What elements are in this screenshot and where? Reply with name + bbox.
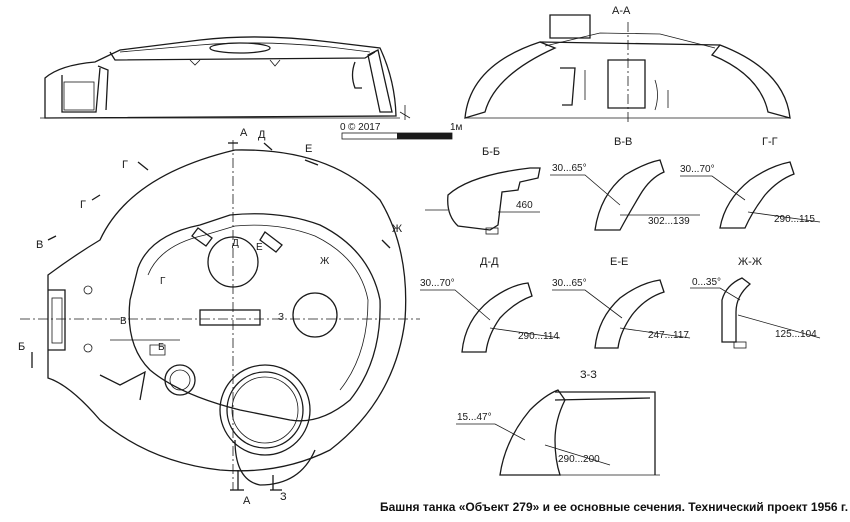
marker-d-inner: Д: [232, 238, 239, 249]
section-gg-title: Г-Г: [762, 136, 778, 148]
section-gg-angle: 30...70°: [680, 164, 715, 175]
section-ee-angle: 30...65°: [552, 278, 587, 289]
marker-g-left: Г: [122, 159, 128, 171]
section-zhzh-thickness: 125...104: [775, 329, 817, 340]
section-gg-thickness: 290...115: [774, 214, 815, 225]
marker-e-inner: Е: [256, 242, 263, 253]
marker-g-mid: Г: [80, 199, 86, 211]
scale-bar: 0 1м © 2017: [340, 105, 463, 140]
section-ee-thickness: 247...117: [648, 330, 689, 341]
section-dd-angle: 30...70°: [420, 278, 455, 289]
section-dd-thickness: 290...114: [518, 331, 559, 342]
section-zhzh-angle: 0...35°: [692, 277, 721, 288]
copyright-text: © 2017: [348, 122, 381, 133]
marker-a-top: А: [240, 127, 248, 139]
marker-z-inner: З: [278, 312, 284, 323]
section-bb-thickness: 460: [516, 200, 533, 211]
marker-z-bottom: З: [280, 491, 287, 503]
marker-v-inner: В: [120, 316, 127, 327]
marker-a-bottom: А: [243, 495, 251, 507]
section-ee: Е-Е 30...65° 247...117: [552, 256, 691, 349]
section-zz-angle: 15...47°: [457, 412, 492, 423]
section-aa-title: А-А: [612, 5, 631, 17]
marker-zh-right: Ж: [392, 223, 402, 235]
section-vv-title: В-В: [614, 136, 632, 148]
marker-g-inner: Г: [160, 276, 166, 287]
section-zz: З-З 15...47° 290...200: [456, 369, 660, 476]
section-zhzh-title: Ж-Ж: [738, 256, 762, 268]
section-dd-title: Д-Д: [480, 256, 499, 268]
section-aa: А-А: [464, 5, 791, 125]
section-bb-title: Б-Б: [482, 146, 500, 158]
section-dd: Д-Д 30...70° 290...114: [420, 256, 561, 353]
section-vv-angle: 30...65°: [552, 163, 587, 174]
section-zz-thickness: 290...200: [558, 454, 600, 465]
section-zz-title: З-З: [580, 369, 597, 381]
side-view: [40, 36, 400, 119]
section-bb: Б-Б 460: [425, 146, 541, 235]
marker-e-top: Е: [305, 143, 312, 155]
scale-one-meter: 1м: [450, 122, 463, 133]
marker-b-left: Б: [18, 341, 25, 353]
section-zhzh: Ж-Ж 0...35° 125...104: [690, 256, 821, 349]
marker-zh-inner: Ж: [320, 256, 330, 267]
plan-markers: А Д Е Г Г В Б Ж А З Д Е Ж Г В Б З: [18, 127, 402, 507]
marker-d-top: Д: [258, 129, 266, 141]
marker-v-left: В: [36, 239, 43, 251]
caption: Башня танка «Объект 279» и ее основные с…: [380, 500, 849, 514]
section-vv-thickness: 302...139: [648, 216, 690, 227]
scale-zero: 0: [340, 122, 346, 133]
section-ee-title: Е-Е: [610, 256, 628, 268]
plan-view: [20, 140, 420, 490]
section-gg: Г-Г 30...70° 290...115: [680, 136, 821, 229]
marker-b-inner: Б: [158, 342, 165, 353]
section-vv: В-В 30...65° 302...139: [550, 136, 700, 231]
